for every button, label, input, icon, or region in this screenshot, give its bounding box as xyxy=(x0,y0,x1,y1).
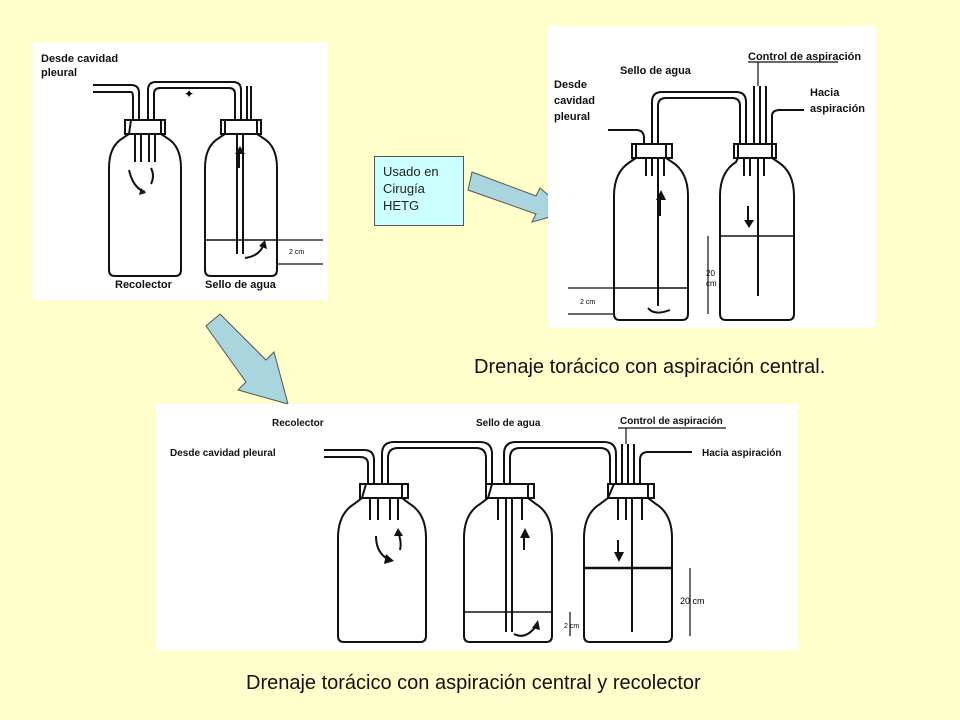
fig3-from-label: Desde cavidad pleural xyxy=(170,448,276,459)
figure-central-suction: Sello de agua Control de aspiración Desd… xyxy=(548,26,876,328)
fig2-to-label-1: Hacia xyxy=(810,87,840,99)
fig2-measure-large-1: 20 xyxy=(706,269,715,278)
fig1-from-label-2: pleural xyxy=(41,67,77,79)
fig3-suction-control-label: Control de aspiración xyxy=(620,416,723,427)
caption-top: Drenaje torácico con aspiración central. xyxy=(474,356,826,378)
fig2-measure-large-2: cm xyxy=(706,279,717,288)
figure-two-bottle: Desde cavidad pleural ✦ 2 cm Recolector … xyxy=(33,42,328,300)
svg-text:✦: ✦ xyxy=(184,87,194,101)
fig2-suction-control-label: Control de aspiración xyxy=(748,51,861,63)
fig3-to-label: Hacia aspiración xyxy=(702,448,781,459)
fig3-collector-label: Recolector xyxy=(272,418,324,429)
fig2-from-label-3: pleural xyxy=(554,111,590,123)
fig3-measure-large: 20 cm xyxy=(680,596,705,606)
fig2-water-seal-label: Sello de agua xyxy=(620,65,692,77)
fig1-bottle2-label: Sello de agua xyxy=(205,279,277,291)
note-box: Usado en Cirugía HETG xyxy=(374,156,464,226)
fig3-water-seal-label: Sello de agua xyxy=(476,418,541,429)
fig1-from-label-1: Desde cavidad xyxy=(41,53,118,65)
fig1-measure: 2 cm xyxy=(289,249,304,256)
caption-bottom: Drenaje torácico con aspiración central … xyxy=(246,672,701,694)
figure-three-bottle: Recolector Sello de agua Control de aspi… xyxy=(156,404,798,650)
fig2-from-label-1: Desde xyxy=(554,79,587,91)
fig2-measure-small: 2 cm xyxy=(580,299,595,306)
fig2-from-label-2: cavidad xyxy=(554,95,595,107)
arrow-down-right-icon xyxy=(205,313,289,405)
fig3-measure-small: 2 cm xyxy=(564,623,579,630)
fig1-bottle1-label: Recolector xyxy=(115,279,173,291)
fig2-to-label-2: aspiración xyxy=(810,103,865,115)
